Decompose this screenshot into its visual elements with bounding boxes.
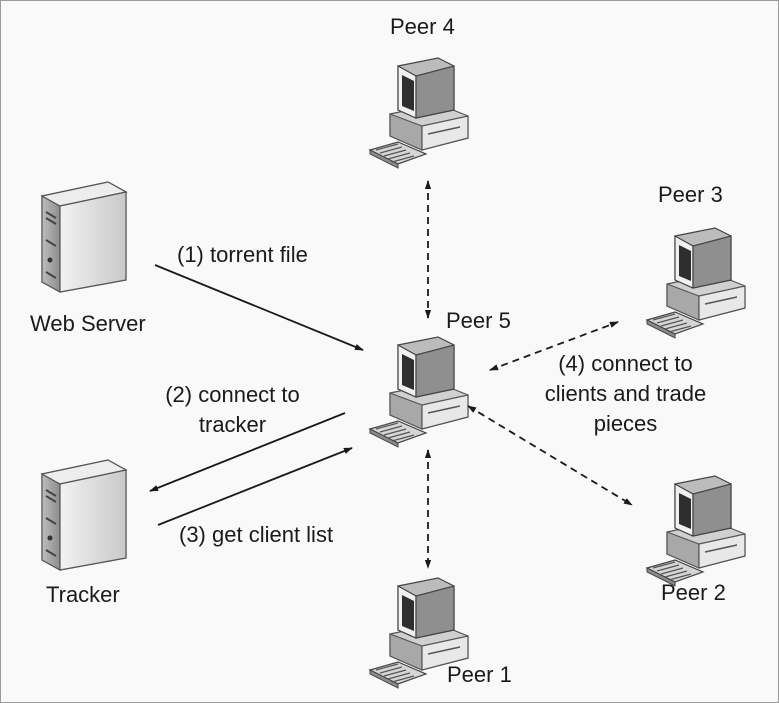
step-4-line-2: clients and trade — [544, 381, 707, 406]
arrow-peer5-peer2 — [467, 405, 633, 506]
peer-5-label: Peer 5 — [446, 308, 511, 333]
step-4-line-1: (4) connect to — [558, 351, 693, 376]
web-server-label: Web Server — [30, 311, 146, 336]
step-2-label: (2) connect to tracker — [150, 380, 315, 440]
peer-3-label: Peer 3 — [658, 182, 723, 207]
arrow-torrent-file — [154, 264, 364, 351]
peer-4-label: Peer 4 — [390, 14, 455, 39]
peer-4-computer-icon — [369, 57, 469, 169]
peer-5-computer-icon — [369, 336, 469, 448]
peer-2-label: Peer 2 — [661, 580, 726, 605]
peer-1-label: Peer 1 — [447, 662, 512, 687]
step-3-label: (3) get client list — [179, 522, 334, 547]
step-4-line-3: pieces — [593, 411, 658, 436]
arrow-get-client-list — [157, 447, 353, 526]
peer-2-computer-icon — [646, 475, 746, 587]
web-server-icon — [41, 181, 127, 293]
step-1-label: (1) torrent file — [177, 242, 308, 267]
peer-3-computer-icon — [646, 227, 746, 339]
tracker-server-icon — [41, 459, 127, 571]
arrow-connect-to-tracker — [149, 412, 346, 492]
step-2-line-1: (2) connect to — [165, 382, 300, 407]
step-4-label: (4) connect to clients and trade pieces — [528, 349, 723, 439]
arrow-peer5-peer3 — [489, 321, 619, 371]
tracker-label: Tracker — [46, 582, 120, 607]
step-2-line-2: tracker — [198, 412, 267, 437]
